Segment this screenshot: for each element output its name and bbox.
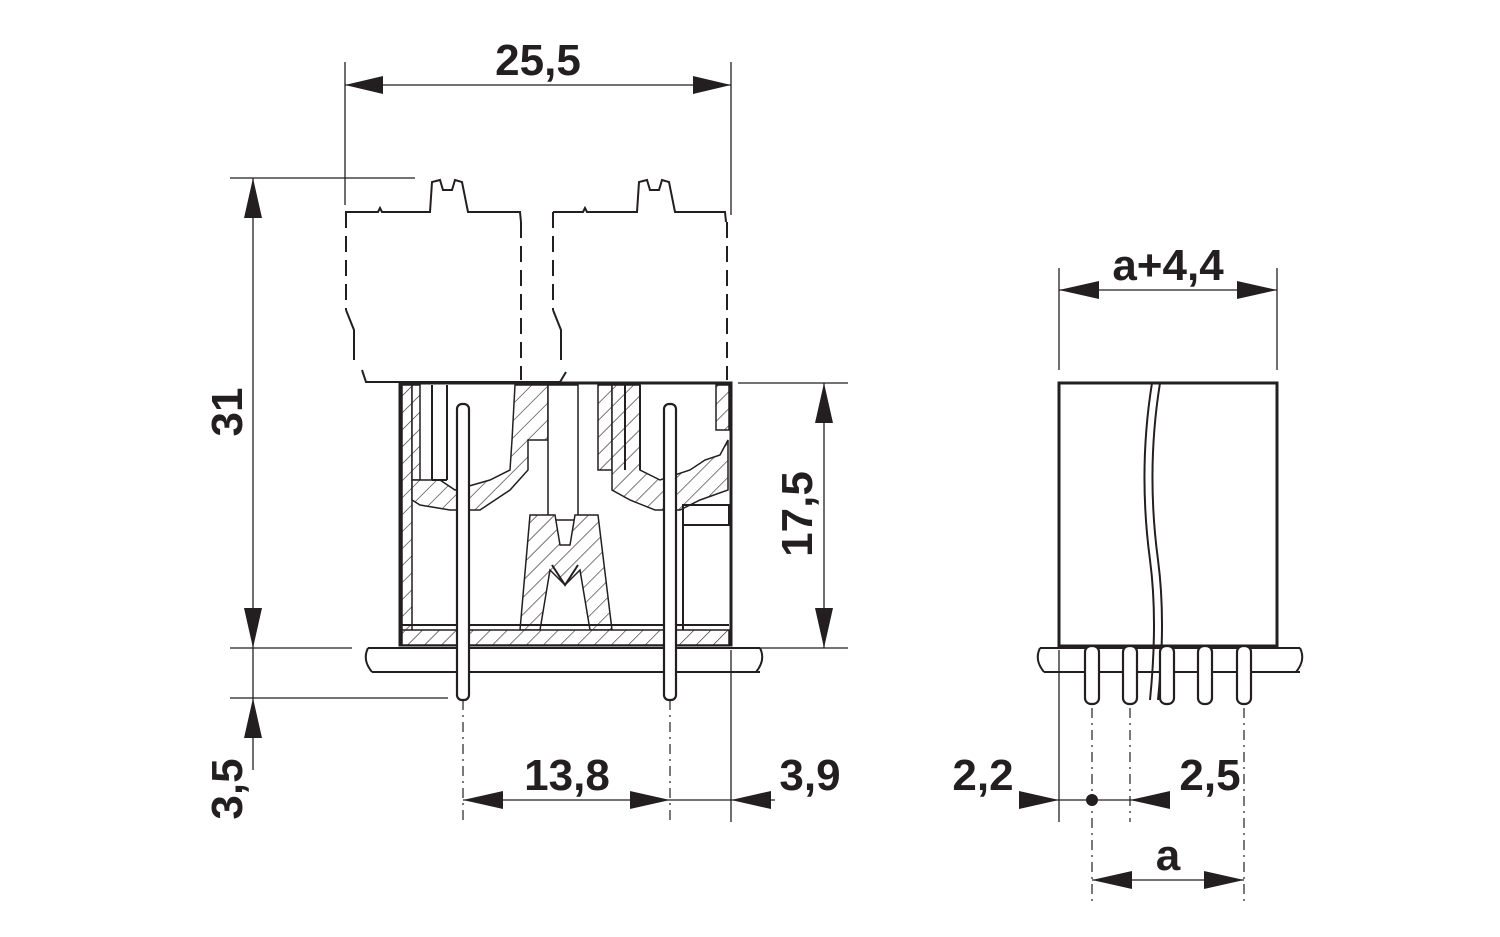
dim-edge-offset-label: 3,9 [779, 751, 840, 800]
side-view: a+4,4 2,2 2,5 [952, 241, 1304, 905]
dim-pin-length: 3,5 [203, 648, 262, 820]
plug-outline-left [345, 178, 567, 383]
dim-width-total: 25,5 [345, 36, 731, 94]
dim-side-span-label: a [1156, 831, 1181, 880]
dim-height-total-label: 31 [203, 388, 252, 437]
dim-side-width: a+4,4 [1059, 241, 1277, 299]
dim-pin-pitch-label: 13,8 [524, 751, 610, 800]
dim-pin-length-label: 3,5 [203, 758, 252, 819]
pin-left [455, 402, 471, 702]
dim-width-total-label: 25,5 [495, 36, 581, 85]
dim-height-body-label: 17,5 [773, 471, 822, 557]
housing-section [398, 381, 733, 647]
dim-height-total: 31 [203, 178, 262, 648]
side-pins [1083, 644, 1253, 706]
front-view: 25,5 31 17,5 3,5 13,8 [203, 36, 848, 822]
break-line [1143, 382, 1155, 701]
dim-side-offset-label: 2,2 [952, 751, 1013, 800]
dim-side-offsets: 2,2 2,5 [952, 751, 1241, 809]
plug-outline-right [552, 178, 728, 380]
dim-edge-offset: 3,9 [670, 751, 841, 809]
side-body [1057, 381, 1279, 648]
pcb-board [364, 647, 764, 673]
dim-side-width-label: a+4,4 [1112, 241, 1224, 290]
dim-side-pitch-label: 2,5 [1179, 751, 1240, 800]
pin-right [662, 402, 678, 702]
dim-side-span: a [1092, 831, 1244, 889]
dim-pin-pitch: 13,8 [463, 751, 670, 809]
dim-height-body: 17,5 [773, 383, 833, 648]
